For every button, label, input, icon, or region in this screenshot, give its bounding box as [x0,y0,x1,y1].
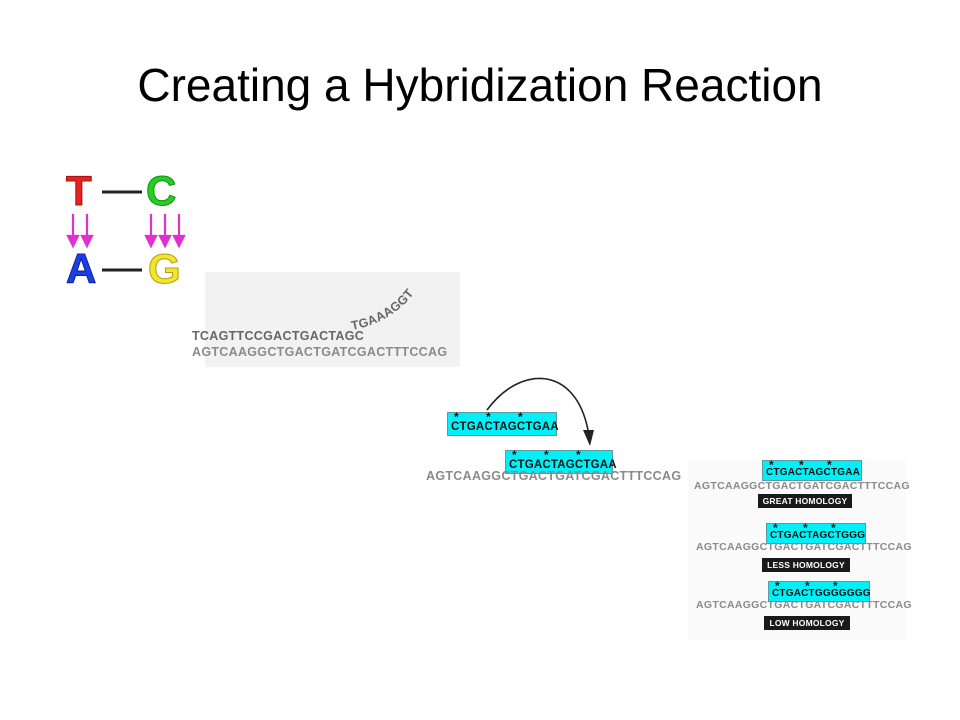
low-homology-probe-sequence: CTGACTGGGGGGG [772,588,871,599]
hydrogen-bond-arrows [66,214,186,249]
lower-strand: AGTCAAGGCTGACTGATCGACTTTCCAG [192,345,448,359]
slide-title: Creating a Hybridization Reaction [137,59,823,111]
great-homology-target: AGTCAAGGCTGACTGATCGACTTTCCAG [694,480,910,492]
bound-probe-sequence: CTGACTAGCTGAA [509,459,617,471]
base-t: T [66,167,93,214]
free-probe: * * * CTGACTAGCTGAA [447,410,559,436]
less-homology-probe-sequence: CTGACTAGCTGGG [770,530,866,541]
probe-target-strand: AGTCAAGGCTGACTGATCGACTTTCCAG [426,469,682,483]
less-homology-probe: * * * CTGACTAGCTGGG [766,521,866,544]
upper-strand-straight: TCAGTTCCGACTGACTAGC [192,329,365,343]
great-homology-probe-sequence: CTGACTAGCTGAA [766,467,861,478]
base-a: A [65,245,97,292]
free-probe-sequence: CTGACTAGCTGAA [451,421,559,433]
bond-lines [66,190,186,272]
base-g: G [148,245,182,292]
less-homology-label: LESS HOMOLOGY [762,558,850,572]
homology-panel [688,460,906,640]
low-homology-probe: * * * CTGACTGGGGGGG [768,579,871,602]
low-homology-label: LOW HOMOLOGY [764,616,850,630]
great-homology-label: GREAT HOMOLOGY [758,494,852,508]
less-homology-target: AGTCAAGGCTGACTGATCGACTTTCCAG [696,541,912,553]
base-c: C [145,167,177,214]
low-homology-target: AGTCAAGGCTGACTGATCGACTTTCCAG [696,599,912,611]
bound-probe: * * * CTGACTAGCTGAA [505,448,617,474]
great-homology-probe: * * * CTGACTAGCTGAA [762,458,862,481]
annealing-panel [205,272,460,367]
